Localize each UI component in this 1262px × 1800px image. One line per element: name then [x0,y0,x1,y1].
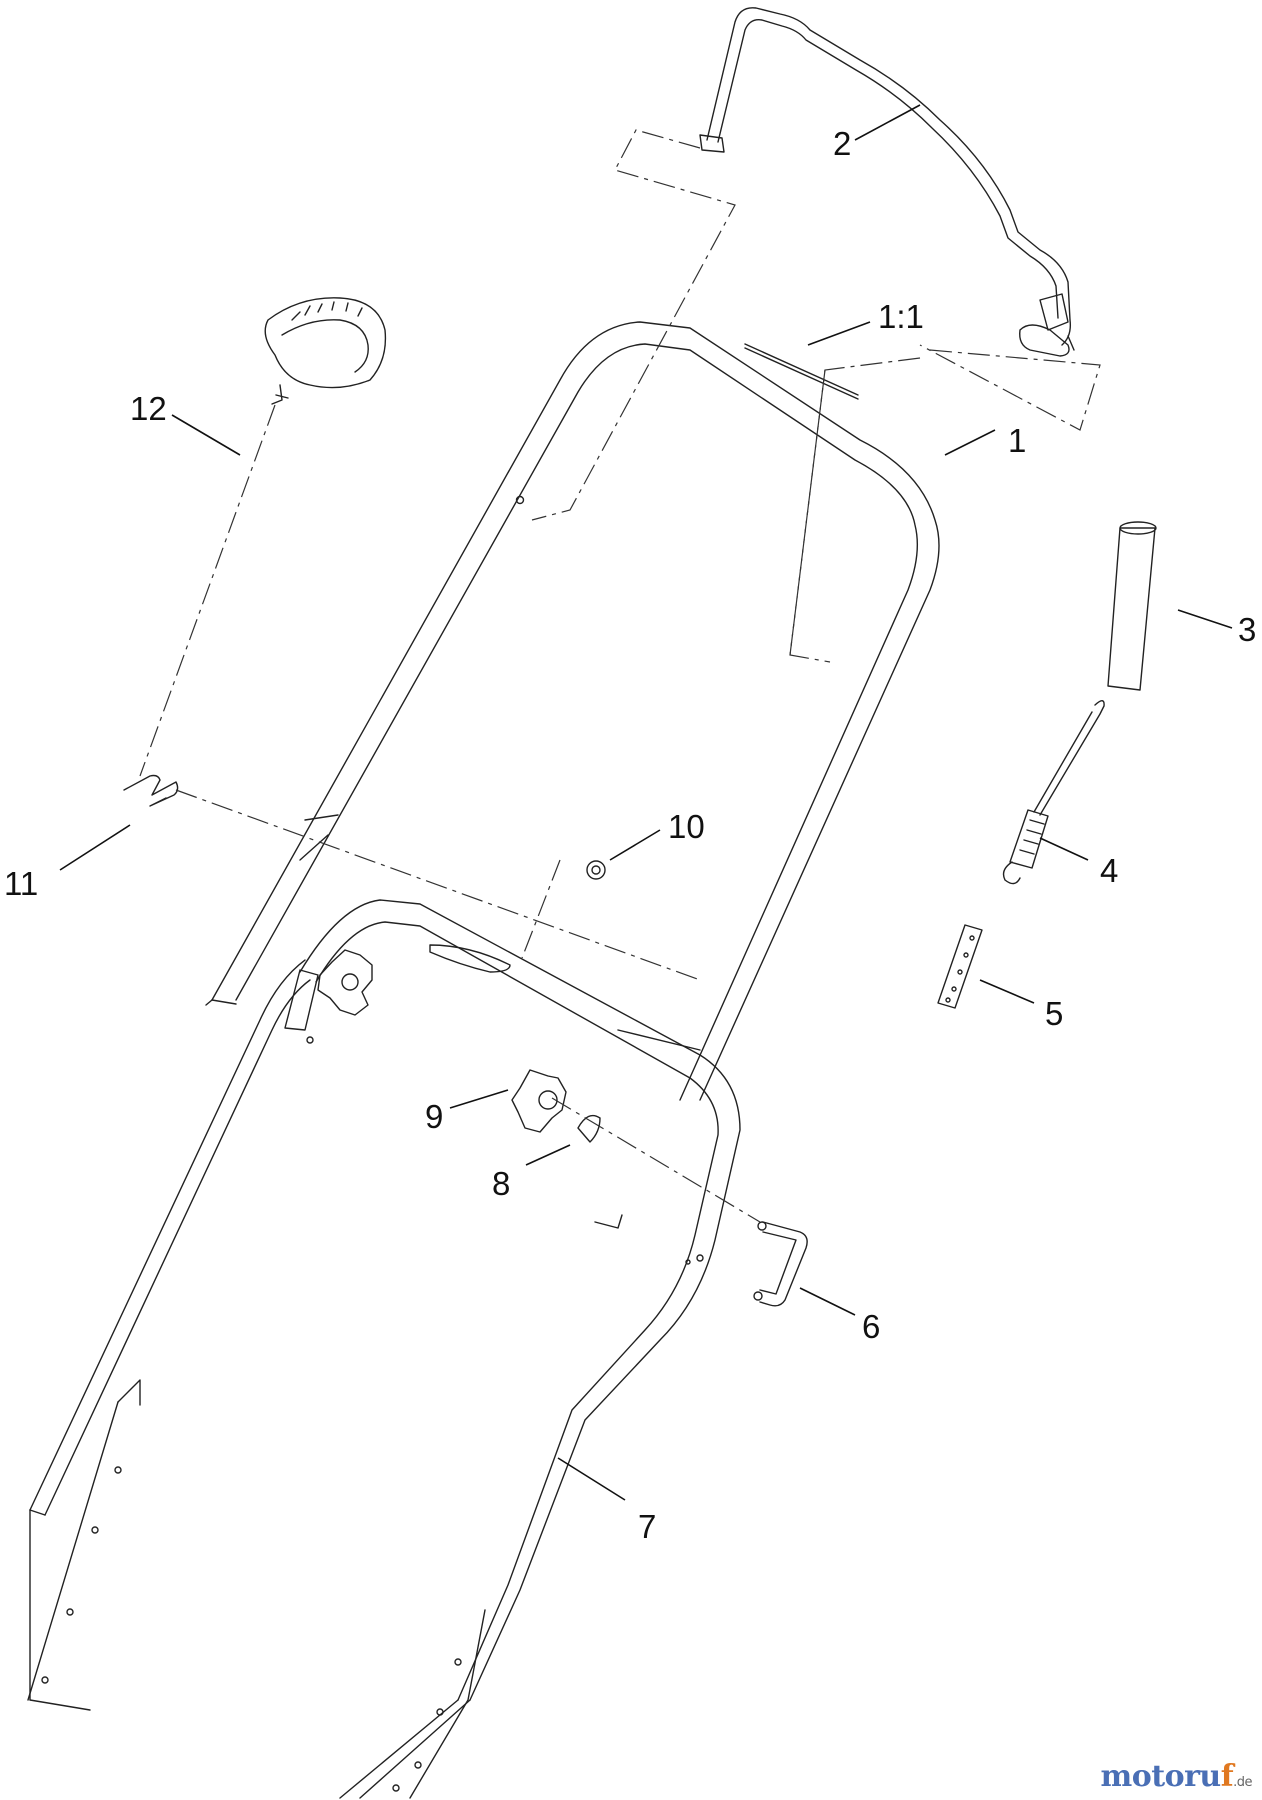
spring-part-4 [1002,700,1105,885]
leader-7 [557,1457,626,1501]
leader-3 [1177,609,1233,629]
callout-12: 12 [130,390,167,427]
leader-11 [59,824,131,871]
leader-lines [59,104,1233,1501]
callout-8: 8 [492,1165,510,1202]
callout-10: 10 [668,808,705,845]
spacer-part-8 [577,1114,601,1143]
callout-labels: 1 1:1 2 3 4 5 6 7 8 9 10 11 12 [4,125,1256,1545]
callout-2: 2 [833,125,851,162]
leader-1-1 [807,321,871,346]
handle-knob-left [317,949,373,1016]
assembly-lines [139,129,1101,1223]
bracket-part-6 [753,1221,808,1307]
control-bail-part-2 [699,7,1075,357]
leader-1 [944,429,996,456]
callout-11: 11 [4,865,38,902]
leader-4 [1039,837,1089,861]
decal-part-1-1 [744,343,859,400]
grip-part-12 [264,297,387,405]
nut-part-10 [586,860,606,880]
callout-1: 1 [1008,422,1026,459]
grip-tube-part-3 [1107,521,1157,691]
leader-12 [171,414,241,456]
callout-1-1: 1:1 [878,298,924,335]
watermark-main: motoru [1100,1759,1221,1794]
callout-3: 3 [1238,611,1256,648]
watermark-accent: f [1220,1759,1234,1794]
callout-4: 4 [1100,852,1118,889]
leader-9 [449,1089,509,1109]
upper-handle-part-1 [205,321,940,1229]
leader-2 [854,104,921,141]
callout-7: 7 [638,1508,656,1545]
lower-handle-part-7 [27,899,741,1799]
leader-10 [609,829,661,861]
leader-5 [979,979,1035,1004]
adjuster-plate-part-5 [937,924,983,1009]
callout-9: 9 [425,1098,443,1135]
knob-part-9 [511,1069,567,1133]
leader-6 [799,1287,856,1316]
callout-6: 6 [862,1308,880,1345]
callout-5: 5 [1045,995,1063,1032]
clip-part-11 [123,774,179,807]
watermark-logo: motoruf.de [1100,1759,1252,1794]
watermark-suffix: .de [1233,1775,1252,1790]
leader-8 [525,1144,571,1166]
